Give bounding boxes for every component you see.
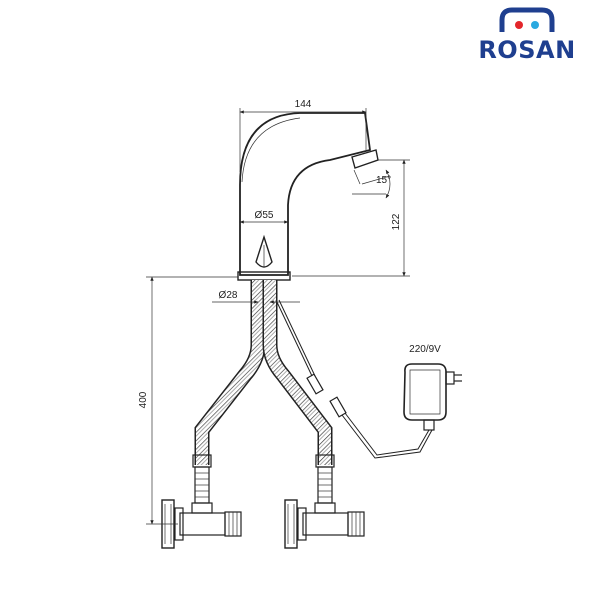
dimension-spout-angle: 15° xyxy=(352,169,391,199)
dimension-spout-width: 144 xyxy=(239,99,367,172)
dimension-o28-label: Ø28 xyxy=(219,290,238,301)
dimension-o55-label: Ø55 xyxy=(255,210,274,221)
braided-hoses xyxy=(194,280,333,465)
dimension-spout-height: 122 xyxy=(292,159,410,277)
faucet-body xyxy=(237,112,379,281)
dimension-144-label: 144 xyxy=(295,99,312,110)
left-angle-valve xyxy=(161,454,242,549)
right-angle-valve xyxy=(284,454,365,549)
dimension-body-diameter: Ø55 xyxy=(239,210,289,224)
dimension-122-label: 122 xyxy=(391,213,402,230)
dimension-hose-diameter: Ø28 xyxy=(212,290,300,304)
dimension-400-label: 400 xyxy=(138,391,149,408)
logo-mark xyxy=(499,7,555,32)
brand-name: ROSAN xyxy=(478,36,575,64)
power-supply-label: 220/9V xyxy=(409,344,441,355)
rosan-logo: ROSAN xyxy=(478,7,575,64)
sensor-cable xyxy=(275,299,433,459)
dimension-15-label: 15° xyxy=(376,175,391,186)
dimension-total-height: 400 xyxy=(138,276,238,525)
power-adapter: 220/9V xyxy=(403,344,462,431)
